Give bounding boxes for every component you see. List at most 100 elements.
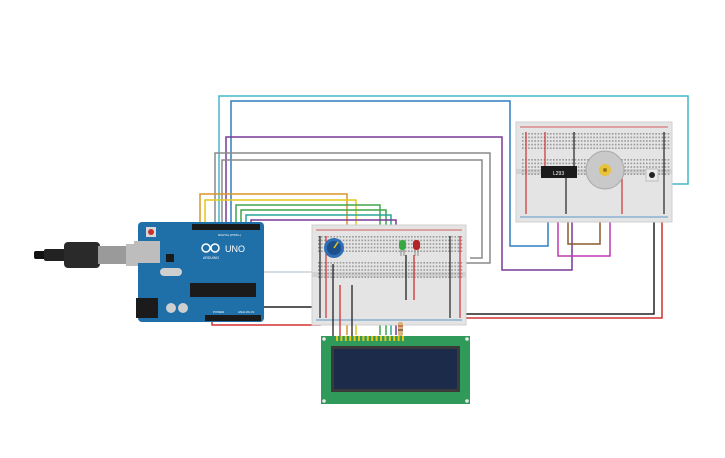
breadboard-hole: [352, 243, 354, 245]
breadboard-hole: [327, 262, 329, 264]
breadboard-hole: [349, 243, 351, 245]
breadboard-hole: [321, 276, 323, 278]
breadboard-hole: [376, 250, 379, 252]
lcd-pin: [349, 336, 352, 341]
breadboard-hole: [432, 262, 435, 264]
motor-driver-chip[interactable]: L293: [541, 166, 577, 178]
breadboard-hole: [426, 246, 429, 249]
breadboard-hole: [460, 272, 463, 275]
breadboard-hole: [407, 243, 410, 245]
breadboard-hole: [451, 269, 453, 271]
breadboard-hole: [376, 262, 379, 264]
breadboard-hole: [649, 136, 651, 139]
breadboard-hole: [655, 143, 657, 146]
green-led-icon[interactable]: [399, 240, 406, 256]
breadboard-hole: [435, 236, 438, 238]
breadboard-hole: [420, 236, 422, 238]
breadboard-hole: [411, 276, 413, 278]
breadboard-hole: [615, 133, 617, 135]
wire-red-long[interactable]: [462, 212, 663, 319]
breadboard-hole: [633, 147, 636, 149]
breadboard-hole: [417, 269, 419, 271]
breadboard-hole: [442, 236, 444, 238]
breadboard-hole: [553, 162, 555, 165]
breadboard-hole: [522, 173, 524, 175]
breadboard-hole: [605, 136, 608, 139]
breadboard-hole: [423, 276, 425, 278]
breadboard-hole: [339, 262, 342, 264]
breadboard-hole: [574, 140, 577, 142]
wire-gray-2[interactable]: [221, 159, 483, 259]
breadboard-hole: [426, 276, 429, 278]
wire-cyan[interactable]: [218, 95, 689, 228]
breadboard-hole: [615, 136, 617, 139]
push-button-icon[interactable]: [645, 168, 659, 182]
wire-black-long[interactable]: [452, 212, 655, 315]
power-jack: [136, 298, 158, 318]
breadboard-hole: [442, 265, 444, 268]
breadboard-hole: [652, 140, 654, 142]
breadboard-hole: [615, 140, 617, 142]
breadboard-hole: [664, 147, 667, 149]
breadboard-hole: [352, 269, 354, 271]
breadboard-hole: [540, 162, 543, 165]
potentiometer-icon[interactable]: [324, 238, 344, 258]
digital-header[interactable]: [192, 224, 260, 230]
breadboard-hole: [571, 147, 574, 149]
breadboard-hole: [429, 272, 432, 275]
breadboard-hole: [358, 243, 360, 245]
breadboard-hole: [401, 236, 404, 238]
breadboard-hole: [438, 243, 441, 245]
arduino-uno-board[interactable]: ARDUINO UNO DIGITAL (PWM~) POWER ANALOG …: [134, 222, 264, 322]
wire-purple[interactable]: [225, 136, 573, 271]
breadboard-hole: [376, 276, 379, 278]
breadboard-hole: [330, 262, 332, 264]
breadboard-hole: [435, 269, 438, 271]
lcd-16x2-display[interactable]: [321, 336, 470, 404]
breadboard-hole: [556, 162, 558, 165]
breadboard-hole: [386, 265, 388, 268]
breadboard-hole: [639, 162, 642, 165]
breadboard-hole: [432, 269, 435, 271]
breadboard-hole: [599, 140, 602, 142]
chip-label: L293: [553, 171, 564, 177]
dc-motor-icon[interactable]: [585, 150, 625, 190]
breadboard-left[interactable]: [311, 224, 467, 336]
breadboard-hole: [342, 243, 345, 245]
breadboard-hole: [432, 236, 435, 238]
lcd-pin: [340, 336, 343, 341]
breadboard-hole: [380, 272, 382, 275]
breadboard-hole: [395, 236, 398, 238]
breadboard-hole: [345, 265, 348, 268]
breadboard-hole: [667, 173, 670, 175]
breadboard-hole: [608, 136, 611, 139]
wire-magenta[interactable]: [557, 196, 611, 257]
breadboard-hole: [460, 246, 463, 249]
breadboard-hole: [321, 272, 323, 275]
breadboard-hole: [627, 147, 629, 149]
breadboard-hole: [646, 159, 648, 161]
breadboard-hole: [333, 269, 336, 271]
usb-cable-icon[interactable]: [34, 242, 138, 268]
breadboard-hole: [442, 272, 444, 275]
breadboard-hole: [367, 236, 370, 238]
breadboard-hole: [445, 265, 447, 268]
red-led-icon[interactable]: [413, 240, 420, 256]
breadboard-hole: [451, 265, 453, 268]
breadboard-hole: [633, 140, 636, 142]
breadboard-hole: [361, 246, 363, 249]
wire-blue[interactable]: [230, 100, 549, 247]
breadboard-hole: [587, 159, 589, 161]
breadboard-hole: [568, 133, 571, 135]
resistor-icon[interactable]: [398, 322, 403, 336]
breadboard-hole: [364, 246, 367, 249]
breadboard-hole: [460, 276, 463, 278]
breadboard-hole: [652, 159, 654, 161]
breadboard-hole: [546, 140, 549, 142]
breadboard-hole: [642, 140, 645, 142]
breadboard-hole: [395, 276, 398, 278]
power-analog-header[interactable]: [205, 315, 261, 321]
breadboard-hole: [608, 143, 611, 146]
breadboard-hole: [624, 133, 626, 135]
breadboard-hole: [460, 239, 463, 242]
